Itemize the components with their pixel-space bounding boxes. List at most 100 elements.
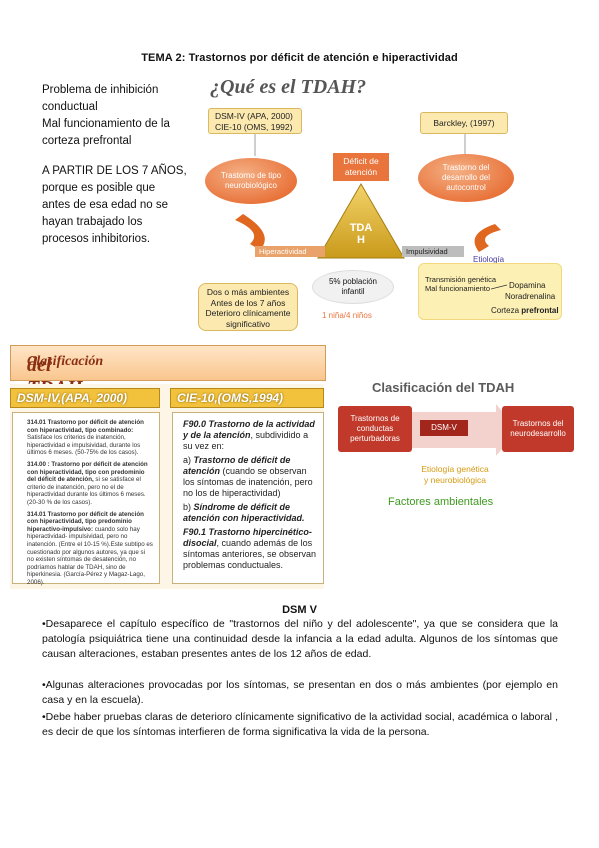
- note-line: porque es posible que: [42, 182, 156, 194]
- item-text: Satisface los criterios de inatención, h…: [27, 434, 141, 457]
- note-line: procesos inhibitorios.: [42, 233, 151, 245]
- tdah-diagram-heading: ¿Qué es el TDAH?: [210, 76, 367, 98]
- text-line: Etiología genética: [421, 464, 489, 474]
- corteza-bold: prefrontal: [521, 306, 559, 315]
- note-line: antes de esa edad no se: [42, 199, 168, 211]
- criteria-box: Dos o más ambientes Antes de los 7 años …: [198, 283, 298, 331]
- curved-arrow-right-icon: [474, 224, 501, 252]
- item-label: a): [183, 455, 192, 465]
- tdah-triangle-label: TDA H: [336, 222, 386, 246]
- dsm-iv-header: DSM-IV,(APA, 2000): [10, 388, 160, 408]
- oval-line: autocontrol: [446, 183, 486, 192]
- item-bold: 314.01 Trastorno por déficit de atención…: [27, 510, 144, 533]
- item-bold: 314.01 Trastorno por déficit de atención…: [27, 419, 144, 434]
- box-line: Trastornos del: [512, 419, 564, 428]
- item-text: (cuando se observan los síntomas de inat…: [183, 466, 313, 498]
- dsm-iv-list: 314.01 Trastorno por déficit de atención…: [12, 412, 160, 587]
- etiology-line: Transmisión genética: [425, 275, 497, 284]
- dsm-v-paragraph-1: •Desaparece el capítulo específico de "t…: [42, 618, 558, 660]
- box-line: CIE-10 (OMS, 1992): [215, 121, 293, 132]
- item-text: , cuando además de los síntomas anterior…: [183, 538, 317, 570]
- triangle-line: H: [357, 234, 365, 246]
- age-note: A PARTIR DE LOS 7 AÑOS, porque es posibl…: [42, 163, 187, 248]
- text-line: y neurobiológica: [424, 475, 486, 485]
- label-line: Déficit de: [343, 156, 379, 166]
- box-line: significativo: [226, 318, 270, 329]
- item-text: cuando solo hay hiperactividad- impulsiv…: [27, 525, 153, 586]
- ratio-text: 1 niña/4 niños: [322, 311, 372, 320]
- note-line: conductual: [42, 101, 98, 113]
- dsm-v-heading: DSM V: [282, 604, 317, 616]
- environment-factors: Factores ambientales: [388, 496, 494, 508]
- list-item: b) Síndrome de déficit de atención con h…: [183, 502, 317, 524]
- list-item: F90.1 Trastorno hipercinético-disocial, …: [183, 527, 317, 571]
- label-line: atención: [344, 167, 378, 177]
- list-item: 314.01 Trastorno por déficit de atención…: [27, 511, 153, 587]
- dsm-cie-box: DSM-IV (APA, 2000) CIE-10 (OMS, 1992): [208, 108, 302, 134]
- note-line: hayan trabajado los: [42, 216, 143, 228]
- population-oval: 5% población infantil: [312, 270, 394, 304]
- heading-part: Clasificación: [27, 354, 104, 369]
- corteza-label: Corteza prefrontal: [491, 306, 559, 317]
- attention-deficit-label: Déficit de atención: [333, 153, 389, 181]
- box-line: conductas: [356, 424, 394, 433]
- item-bold: Trastorno de déficit de atención: [183, 455, 291, 476]
- item-bold: F90.0 Trastorno de la actividad y de la …: [183, 419, 315, 440]
- inhibition-note: Problema de inhibición conductual Mal fu…: [42, 82, 170, 150]
- box-line: perturbadoras: [350, 434, 400, 443]
- classification-heading: Clasificación del TDAH: [10, 345, 326, 399]
- triangle-line: TDA: [349, 222, 373, 234]
- dsm-v-paragraph-2: •Algunas alteraciones provocadas por los…: [42, 679, 558, 706]
- tdah-triangle: [317, 183, 405, 259]
- box-line: Antes de los 7 años: [210, 297, 286, 308]
- item-text: , subdividido a su vez en:: [183, 430, 309, 451]
- oval-line: neurobiológico: [224, 181, 278, 190]
- dopamina-label: Dopamina: [509, 281, 546, 290]
- list-item: 314.00 : Trastorno por déficit de atenci…: [27, 461, 153, 507]
- impulsivity-label: Impulsividad: [402, 246, 464, 257]
- etiology-box: Transmisión genética Mal funcionamiento …: [418, 263, 562, 320]
- hyperactivity-label: Hiperactividad: [255, 246, 325, 257]
- item-bold: Síndrome de déficit de atención con hipe…: [183, 502, 305, 523]
- curved-arrow-left-icon: [235, 214, 265, 250]
- corteza-prefix: Corteza: [491, 306, 520, 315]
- box-line: DSM-IV (APA, 2000): [215, 111, 293, 121]
- oval-line: Trastorno de tipo: [220, 171, 282, 180]
- item-text: si se satisface el criterio de inatenció…: [27, 476, 146, 506]
- list-item: 314.01 Trastorno por déficit de atención…: [27, 419, 153, 457]
- list-item: F90.0 Trastorno de la actividad y de la …: [183, 419, 317, 452]
- box-line: Dos o más ambientes: [206, 287, 290, 297]
- noradrenalina-label: Noradrenalina: [505, 292, 556, 301]
- cie-10-list: F90.0 Trastorno de la actividad y de la …: [172, 412, 324, 584]
- note-line: Problema de inhibición: [42, 84, 159, 96]
- item-label: b): [183, 502, 192, 512]
- etiology-line: Mal funcionamiento: [425, 284, 491, 293]
- classification-right-heading: Clasificación del TDAH: [372, 380, 515, 395]
- box-line: neurodesarrollo: [510, 429, 566, 438]
- box-line: Deterioro clínicamente: [205, 308, 291, 318]
- oval-line: infantil: [341, 287, 365, 296]
- barckley-box: Barckley, (1997): [420, 112, 508, 134]
- etiology-genetic-text: Etiología genética y neurobiológica: [410, 464, 500, 486]
- page-title: TEMA 2: Trastornos por déficit de atenci…: [141, 52, 458, 64]
- box-line: Trastornos de: [350, 414, 400, 423]
- connector-lines: [235, 134, 501, 252]
- box-line: Barckley, (1997): [433, 118, 495, 128]
- item-bold: F90.1 Trastorno hipercinético-disocial: [183, 527, 312, 548]
- note-line: A PARTIR DE LOS 7 AÑOS,: [42, 165, 187, 177]
- oval-line: desarrollo del: [441, 173, 491, 182]
- arrow-icon: [491, 284, 508, 290]
- dsm-v-label: DSM-V: [420, 420, 468, 436]
- cie-10-header: CIE-10,(OMS,1994): [170, 388, 324, 408]
- list-item: a) Trastorno de déficit de atención (cua…: [183, 455, 317, 499]
- item-bold: 314.00 : Trastorno por déficit de atenci…: [27, 460, 148, 484]
- oval-line: 5% población: [328, 277, 378, 286]
- oval-line: Trastorno del: [442, 163, 490, 172]
- etiology-label: Etiología: [473, 255, 505, 264]
- dsm-v-paragraph-3: •Debe haber pruebas claras de deterioro …: [42, 711, 558, 738]
- note-line: Mal funcionamiento de la: [42, 118, 170, 130]
